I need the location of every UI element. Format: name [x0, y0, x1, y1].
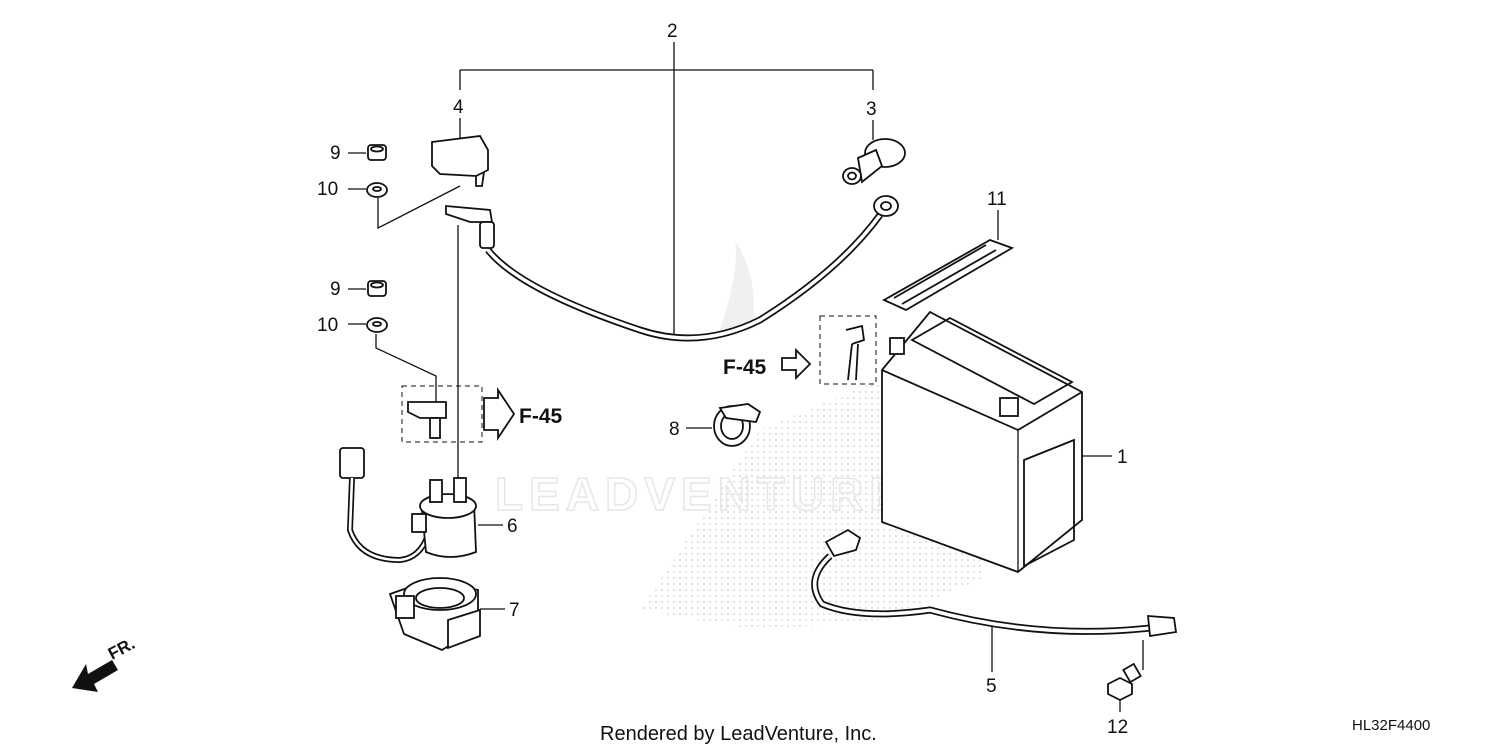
reference-label-right: F-45 [723, 356, 767, 379]
terminal-cover-3 [842, 138, 906, 185]
callout-12: 12 [1107, 717, 1128, 738]
footer-credit: Rendered by LeadVenture, Inc. [600, 723, 877, 745]
reference-box-left [401, 385, 516, 443]
battery-1 [881, 310, 1083, 574]
diagram-code: HL32F4400 [1352, 717, 1430, 734]
callout-1: 1 [1117, 447, 1128, 468]
battery-band-11 [882, 239, 1015, 312]
callout-7: 7 [509, 600, 520, 621]
negative-cable-5 [811, 528, 1178, 638]
washer-10-upper [366, 182, 388, 198]
callout-6: 6 [507, 516, 518, 537]
terminal-cover-4 [431, 135, 489, 187]
reference-box-right [781, 315, 877, 385]
watermark-text: LEADVENTURE [495, 468, 906, 520]
holder-7 [388, 577, 481, 652]
battery-cable-2 [445, 195, 899, 342]
washer-10-lower [366, 317, 388, 333]
bolt-12 [1107, 662, 1142, 702]
nut-9-upper [367, 144, 387, 161]
callout-10-upper: 10 [317, 179, 338, 200]
callout-numbers: 2 4 3 9 10 11 9 10 8 1 6 7 5 12 [317, 21, 1128, 738]
callout-5: 5 [986, 676, 997, 697]
front-direction-arrow [72, 660, 118, 692]
callout-4: 4 [453, 97, 464, 118]
callout-10-lower: 10 [317, 315, 338, 336]
callout-2: 2 [667, 21, 678, 42]
callout-9-upper: 9 [330, 143, 341, 164]
callout-11: 11 [987, 189, 1007, 210]
front-direction-label: FR. [105, 634, 138, 664]
callout-3: 3 [866, 99, 877, 120]
callout-8: 8 [669, 419, 680, 440]
callout-lines [348, 42, 1144, 712]
reference-label-left: F-45 [519, 405, 563, 428]
solenoid-6 [339, 447, 477, 564]
nut-9-lower [367, 280, 387, 297]
callout-9-lower: 9 [330, 279, 341, 300]
clamp-8 [713, 403, 762, 447]
